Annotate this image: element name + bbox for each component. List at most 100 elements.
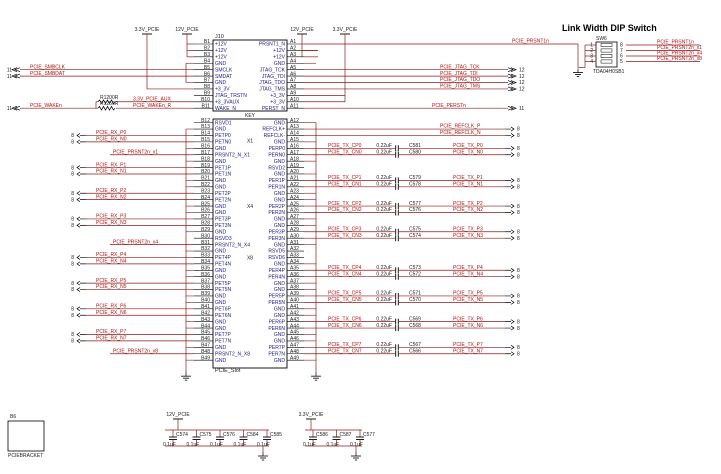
tx-cap-value: 0.22uF (376, 316, 392, 322)
pin-name-b: GND (215, 300, 227, 306)
pin-name-b: +3_3VAUX (215, 99, 240, 105)
offsheet-page-left: 8 (71, 339, 74, 345)
pin-number-b: B9 (204, 91, 210, 97)
net-label-left: PCIE_PRSNT2n_x1 (113, 149, 158, 155)
pin-number-a: A1 (290, 39, 296, 45)
pin-number-a: A40 (290, 298, 299, 304)
pin-name-b: PET4N (215, 262, 232, 268)
pin-name-b: GND (215, 159, 227, 165)
decoupling-cap-ref: C574 (176, 432, 188, 438)
pin-name-a: PER1N (268, 185, 285, 191)
pin-number-a: A6 (290, 71, 296, 77)
pin-number-b: B11 (201, 103, 210, 109)
offsheet-page-left: 11 (7, 106, 12, 112)
pin-name-a: PER2P (269, 204, 286, 210)
offsheet-page-left: 8 (71, 332, 74, 338)
pin-number-a: A31 (290, 240, 299, 246)
offsheet-right (507, 67, 517, 73)
pin-number-b: B10 (201, 97, 210, 103)
pin-name-b: +3_3V (215, 87, 230, 93)
tx-cap-ref: C573 (409, 265, 421, 271)
pin-name-b: PRSNT2_N_X4 (215, 242, 250, 248)
net-label-right: PCIE_JTAG_TDO (440, 77, 480, 83)
pin-name-b: GND (215, 345, 227, 351)
decoupling-cap-value: 0.1uF (327, 442, 340, 448)
pin-number-a: A30 (290, 233, 299, 239)
tx-pre-net-label: PCIE_TX_CN1 (328, 182, 362, 188)
pin-name-b: +12V (215, 55, 227, 61)
tx-page: 8 (517, 146, 520, 152)
tx-pre-net-label: PCIE_TX_CN5 (328, 297, 362, 303)
net-label-left: PCIE_RX_P7 (96, 329, 127, 335)
offsheet-page-left: 8 (71, 281, 74, 287)
net-label-left: PCIE_RX_N2 (96, 194, 127, 200)
pin-number-b: B24 (201, 195, 210, 201)
pin-name-a: JTAG_TMS (259, 87, 285, 93)
pin-name-b: PET6P (215, 307, 232, 313)
offsheet-right (507, 80, 517, 85)
offsheet-right (507, 105, 517, 111)
tx-page: 8 (517, 294, 520, 300)
dip-pin-right: 5 (620, 59, 623, 65)
tx-pre-net-label: PCIE_TX_CP5 (328, 291, 362, 297)
decoupling-cap-value: 0.1uF (350, 442, 363, 448)
pin-number-a: A20 (290, 169, 299, 175)
dip-pin-left: 1 (590, 43, 593, 49)
tx-cap-ref: C577 (409, 201, 421, 207)
diff-arrow-tx (505, 210, 515, 215)
offsheet-page-left: 8 (71, 165, 74, 171)
diff-arrow-left (76, 280, 86, 286)
tx-pre-net-label: PCIE_TX_CN2 (328, 207, 362, 213)
net-label-left: PCIE_RX_P6 (96, 304, 127, 310)
offsheet-page-left: 8 (71, 172, 74, 178)
offsheet-page-left: 8 (71, 197, 74, 203)
pin-name-a: PER6P (269, 319, 286, 325)
tx-cap-value: 0.22uF (376, 342, 392, 348)
offsheet-page-right: 12 (519, 67, 525, 73)
decoupling-cap-value: 0.1uF (303, 442, 316, 448)
pin-name-a: GND (274, 307, 286, 313)
pin-number-a: A15 (290, 137, 299, 143)
pin-name-a: RSVD5 (268, 249, 285, 255)
net-label-right: PCIE_PRSNT1n (512, 39, 549, 45)
tx-cap-ref: C571 (409, 291, 421, 297)
pin-number-b: B28 (201, 221, 210, 227)
net-label-right: PCIE_JTAG_TDI (440, 71, 478, 77)
diff-arrow-left (76, 287, 86, 292)
tx-out-net-label: PCIE_TX_N2 (453, 207, 483, 213)
tx-pre-net-label: PCIE_TX_CP1 (328, 175, 362, 181)
pin-number-a: A16 (290, 144, 299, 150)
pin-name-a: GND (274, 140, 286, 146)
pin-number-a: A7 (290, 78, 296, 84)
diff-arrow-tx (505, 152, 515, 158)
net-label-left: PCIE_SMBDAT (30, 71, 65, 77)
net-label-left: PCIE_RX_N5 (96, 284, 127, 290)
pin-name-a: REFCLK+ (262, 127, 285, 133)
pin-name-a: GND (274, 61, 286, 67)
pin-number-a: A42 (290, 310, 299, 316)
pin-number-a: A38 (290, 285, 299, 291)
pin-name-b: PET7P (215, 332, 232, 338)
offsheet-page-left: 8 (71, 133, 74, 139)
offsheet-page-left: 8 (71, 307, 74, 313)
tx-pre-net-label: PCIE_TX_CN6 (328, 323, 362, 329)
diff-arrow-tx (505, 325, 515, 331)
diff-arrow-left (76, 332, 86, 337)
pin-number-b: B44 (201, 323, 210, 329)
net-label-left: PCIE_RX_N1 (96, 169, 127, 175)
net-label-left: PCIE_RX_N0 (96, 137, 127, 143)
pin-name-b: PETP0 (215, 133, 231, 139)
power-flag-top-label: 3.3V_PCIE (135, 27, 160, 33)
pin-name-a: JTAG_TDO (259, 80, 285, 86)
tx-cap-value: 0.22uF (376, 323, 392, 329)
pin-name-b: PET7N (215, 339, 232, 345)
tx-page: 8 (517, 345, 520, 351)
pin-number-b: B4 (204, 58, 210, 64)
pin-number-b: B48 (201, 349, 210, 355)
pin-number-a: A41 (290, 304, 299, 310)
pin-number-a: A46 (290, 336, 299, 342)
pin-number-b: B39 (201, 291, 210, 297)
dip-title: Link Width DIP Switch (562, 23, 657, 33)
tx-cap-ref: C568 (409, 323, 421, 329)
tx-cap-value: 0.22uF (376, 348, 392, 354)
